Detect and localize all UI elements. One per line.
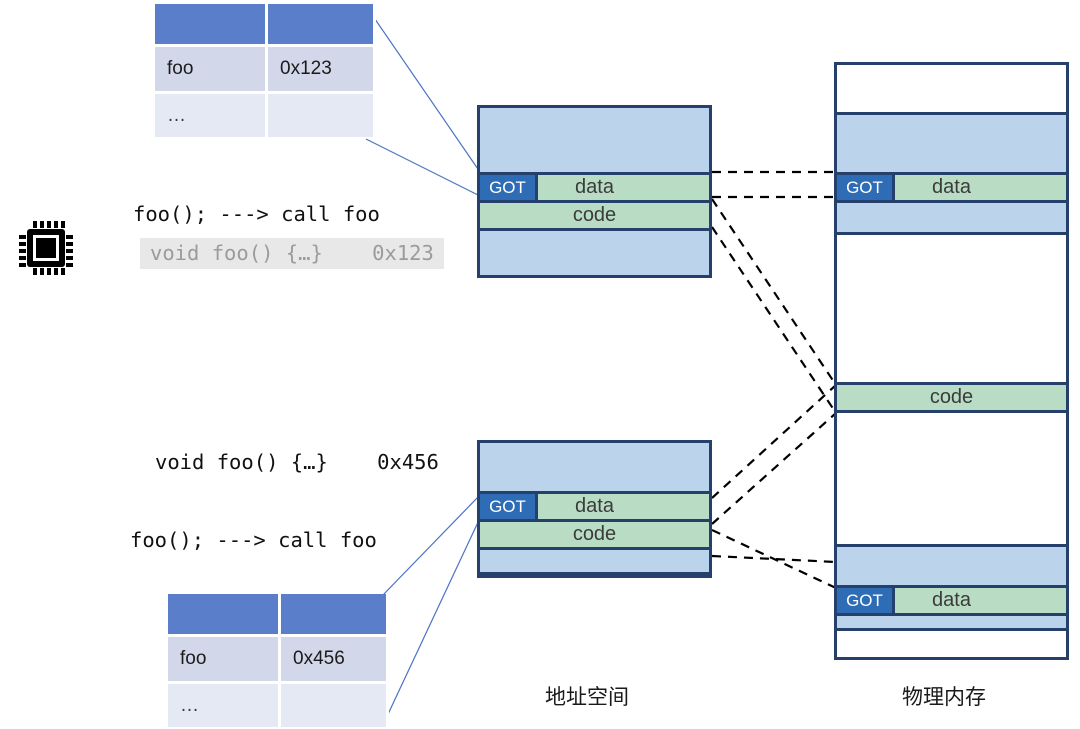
segment-got-data-upper: GOT data <box>837 172 1066 203</box>
segment-blue-after-got-upper <box>837 200 1066 235</box>
physical-memory: GOT data code GOT data <box>834 62 1069 660</box>
symbol-table-top: foo 0x123 … <box>155 4 376 137</box>
table-cell-symbol-address <box>281 684 389 727</box>
table-header-cell-address <box>281 594 389 634</box>
table-cell-symbol-address: 0x456 <box>281 637 389 681</box>
symbol-table-bottom: foo 0x456 … <box>168 594 389 727</box>
segment-blue-upper <box>837 112 1066 175</box>
segment-blue-top <box>480 440 709 494</box>
table-cell-symbol-name: foo <box>168 637 281 681</box>
segment-free <box>837 235 1066 382</box>
table-cell-symbol-address <box>268 94 376 137</box>
table-cell-symbol-name: foo <box>155 47 268 91</box>
segment-free <box>837 65 1066 112</box>
segment-blue-lower <box>837 544 1066 588</box>
code-line-top-call: foo(); ---> call foo <box>133 202 380 226</box>
connector-top-table-lower <box>365 138 481 197</box>
cpu-chip-icon <box>18 220 74 281</box>
segment-blue-top <box>480 105 709 175</box>
segment-blue-bottom <box>480 228 709 278</box>
segment-label-data: data <box>575 176 614 198</box>
table-header-cell-name <box>168 594 281 634</box>
map-top-code-lower <box>711 226 837 414</box>
table-header-cell-address <box>268 4 376 44</box>
table-header-row <box>168 594 389 634</box>
map-top-code-upper <box>711 198 837 386</box>
segment-blue-after-got-lower <box>837 613 1066 631</box>
connector-top-table-upper <box>365 5 481 173</box>
map-bottom-code-upper <box>711 384 837 499</box>
caption-address-space: 地址空间 <box>545 686 629 709</box>
segment-got-data: GOT data <box>480 491 709 522</box>
map-bottom-got-lower <box>711 529 837 589</box>
code-line-bottom-call: foo(); ---> call foo <box>130 528 377 552</box>
table-row: … <box>155 94 376 137</box>
got-block: GOT <box>837 588 895 613</box>
table-cell-symbol-name: … <box>155 94 268 137</box>
segment-code: code <box>480 519 709 550</box>
segment-code: code <box>480 200 709 231</box>
table-header-row <box>155 4 376 44</box>
map-bottom-got-upper <box>711 554 837 564</box>
segment-label-data: data <box>932 176 971 198</box>
segment-free <box>837 631 1066 657</box>
connector-bottom-table-lower <box>381 517 481 728</box>
table-cell-symbol-name: … <box>168 684 281 727</box>
connector-bottom-table-upper <box>381 494 481 597</box>
got-block: GOT <box>837 175 895 200</box>
segment-label-data: data <box>575 495 614 517</box>
address-space-bottom: GOT data code <box>477 440 712 578</box>
segment-got-data-lower: GOT data <box>837 585 1066 616</box>
segment-label-code: code <box>572 204 617 226</box>
code-line-bottom-definition: void foo() {…} 0x456 <box>155 450 439 474</box>
segment-free <box>837 413 1066 544</box>
segment-label-data: data <box>932 589 971 611</box>
got-block: GOT <box>480 494 538 519</box>
got-block: GOT <box>480 175 538 200</box>
segment-blue-bottom <box>480 547 709 575</box>
table-row: … <box>168 684 389 727</box>
table-row: foo 0x123 <box>155 47 376 91</box>
map-bottom-code-lower <box>711 412 837 525</box>
address-space-top: GOT data code <box>477 105 712 278</box>
table-header-cell-name <box>155 4 268 44</box>
segment-got-data: GOT data <box>480 172 709 203</box>
table-row: foo 0x456 <box>168 637 389 681</box>
caption-physical-memory: 物理内存 <box>902 686 986 709</box>
segment-code: code <box>837 382 1066 413</box>
segment-label-code: code <box>572 523 617 545</box>
table-cell-symbol-address: 0x123 <box>268 47 376 91</box>
segment-label-code: code <box>929 386 974 408</box>
code-line-top-definition: void foo() {…} 0x123 <box>140 238 444 269</box>
